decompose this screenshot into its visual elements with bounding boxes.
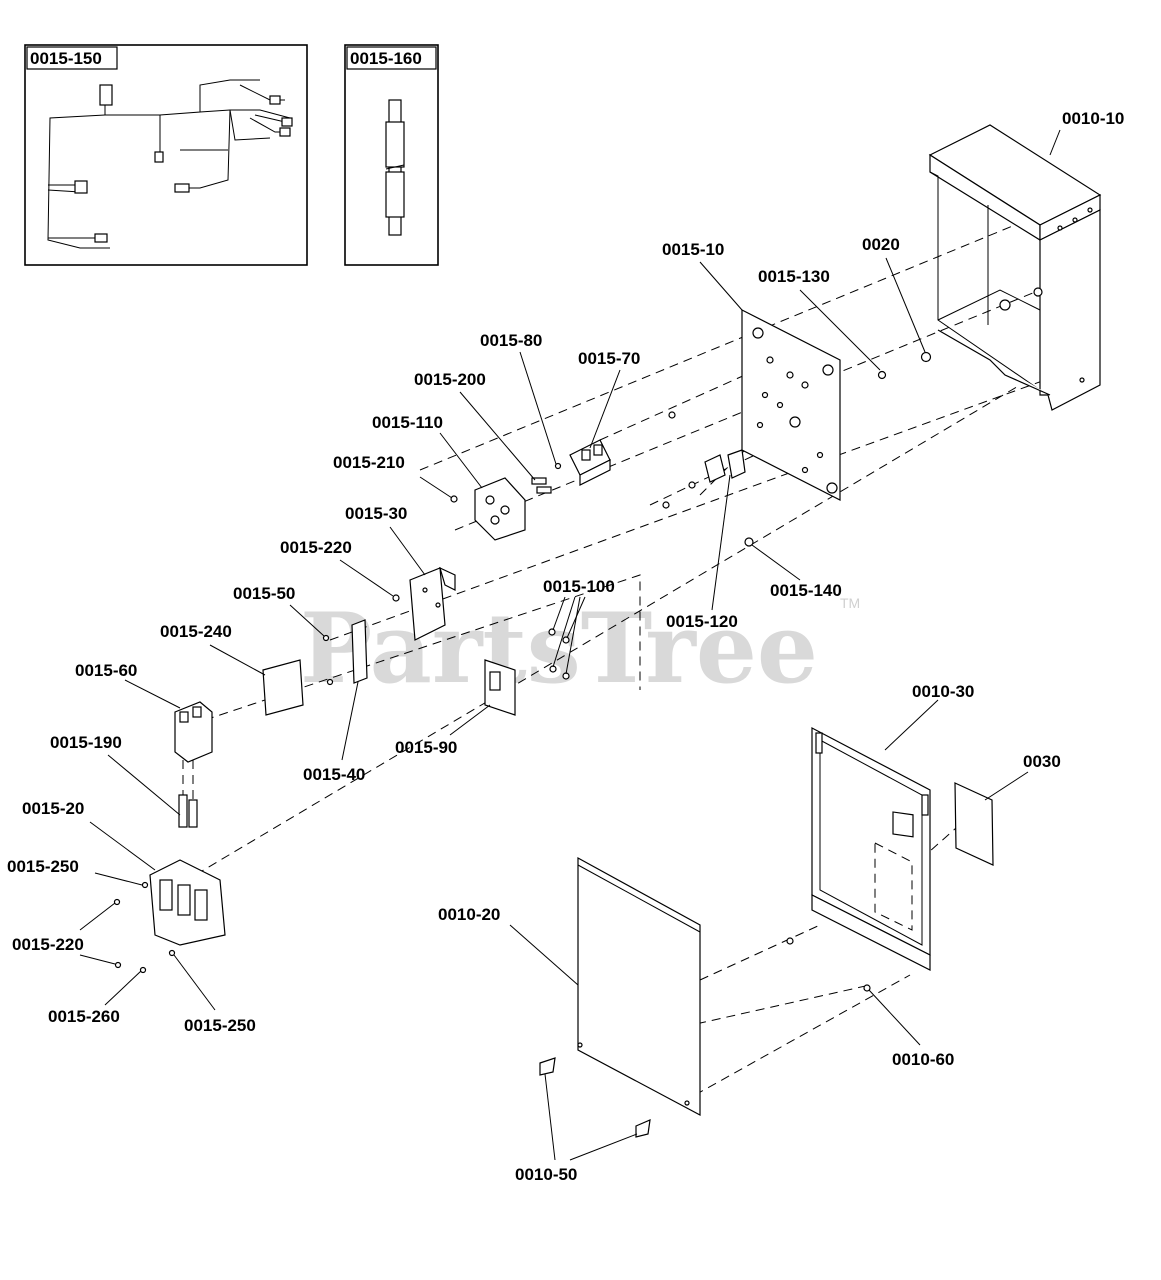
screw-0015-140 xyxy=(744,537,754,547)
part-labels: 0010-10 0015-10 0015-130 0020 0015-80 00… xyxy=(7,109,1124,1184)
tube-0015-190a xyxy=(178,794,188,828)
pin-0015-200 xyxy=(531,477,547,485)
pcb-board xyxy=(484,659,516,716)
screw-0015-210 xyxy=(450,495,458,503)
screw-0015-100b xyxy=(562,636,570,644)
label-0015-80: 0015-80 xyxy=(480,331,542,350)
screw-c xyxy=(114,961,122,969)
inset-wire-harness: 0015-150 xyxy=(24,44,308,266)
transfer-switch xyxy=(149,859,226,946)
screw-0015-100a xyxy=(548,628,556,636)
label-0020: 0020 xyxy=(862,235,900,254)
label-0015-110: 0015-110 xyxy=(372,413,443,432)
label-plate xyxy=(262,659,304,716)
fuse-block xyxy=(474,477,526,541)
back-plate xyxy=(741,309,841,501)
pin-0015-200b xyxy=(536,486,552,494)
circuit-breaker xyxy=(174,701,213,763)
screw-0015-220 xyxy=(392,594,400,602)
label-0015-220-lower: 0015-220 xyxy=(12,935,84,954)
screw-b xyxy=(326,678,334,686)
label-0015-90: 0015-90 xyxy=(395,738,457,757)
screw-0010-60 xyxy=(863,984,871,992)
washer-small xyxy=(688,481,696,489)
label-0015-240: 0015-240 xyxy=(160,622,232,641)
label-0015-40: 0015-40 xyxy=(303,765,365,784)
label-0010-50: 0010-50 xyxy=(515,1165,577,1184)
label-0015-140: 0015-140 xyxy=(770,581,842,600)
label-0015-30: 0015-30 xyxy=(345,504,407,523)
screw-small-b xyxy=(668,411,676,419)
terminal-block xyxy=(569,439,611,486)
door-label xyxy=(954,782,994,866)
label-0010-30: 0010-30 xyxy=(912,682,974,701)
label-0015-100: 0015-100 xyxy=(543,577,615,596)
label-0010-10: 0010-10 xyxy=(1062,109,1124,128)
label-0015-250-lower: 0015-250 xyxy=(184,1016,256,1035)
label-0015-120: 0015-120 xyxy=(666,612,738,631)
label-0015-190: 0015-190 xyxy=(50,733,122,752)
screw-d xyxy=(786,937,794,945)
enclosure-box xyxy=(928,124,1102,411)
washer-0020 xyxy=(920,351,932,363)
label-0015-70: 0015-70 xyxy=(578,349,640,368)
relay-pair xyxy=(704,449,746,483)
label-0015-220: 0015-220 xyxy=(280,538,352,557)
label-0015-60: 0015-60 xyxy=(75,661,137,680)
screw-0015-50 xyxy=(322,634,330,642)
label-0015-200: 0015-200 xyxy=(414,370,486,389)
front-door xyxy=(811,727,931,971)
label-0010-60: 0010-60 xyxy=(892,1050,954,1069)
label-0015-130: 0015-130 xyxy=(758,267,830,286)
screw-0015-250 xyxy=(141,881,149,889)
label-0015-20: 0015-20 xyxy=(22,799,84,818)
screw-0015-220b xyxy=(113,898,121,906)
label-0015-250: 0015-250 xyxy=(7,857,79,876)
label-0030: 0030 xyxy=(1023,752,1061,771)
thumb-screws xyxy=(539,1057,651,1138)
inset-title-harness: 0015-150 xyxy=(30,49,102,68)
bracket xyxy=(409,566,456,641)
inset-title-tube: 0015-160 xyxy=(350,49,422,68)
screw-small xyxy=(662,501,670,509)
tube-0015-190b xyxy=(188,799,198,828)
screw-0015-250b xyxy=(168,949,176,957)
label-0015-210: 0015-210 xyxy=(333,453,405,472)
leader-lines xyxy=(79,129,1061,1161)
label-0015-260: 0015-260 xyxy=(48,1007,120,1026)
label-0010-20: 0010-20 xyxy=(438,905,500,924)
screw-0015-80 xyxy=(554,462,562,470)
label-0015-10: 0015-10 xyxy=(662,240,724,259)
mount-strip xyxy=(351,619,368,684)
screw-0015-260 xyxy=(139,966,147,974)
label-0015-50: 0015-50 xyxy=(233,584,295,603)
watermark-tm: TM xyxy=(840,595,860,611)
cover-panel xyxy=(577,856,701,1116)
inset-tube: 0015-160 xyxy=(344,44,439,266)
screw-0015-130 xyxy=(877,370,887,380)
